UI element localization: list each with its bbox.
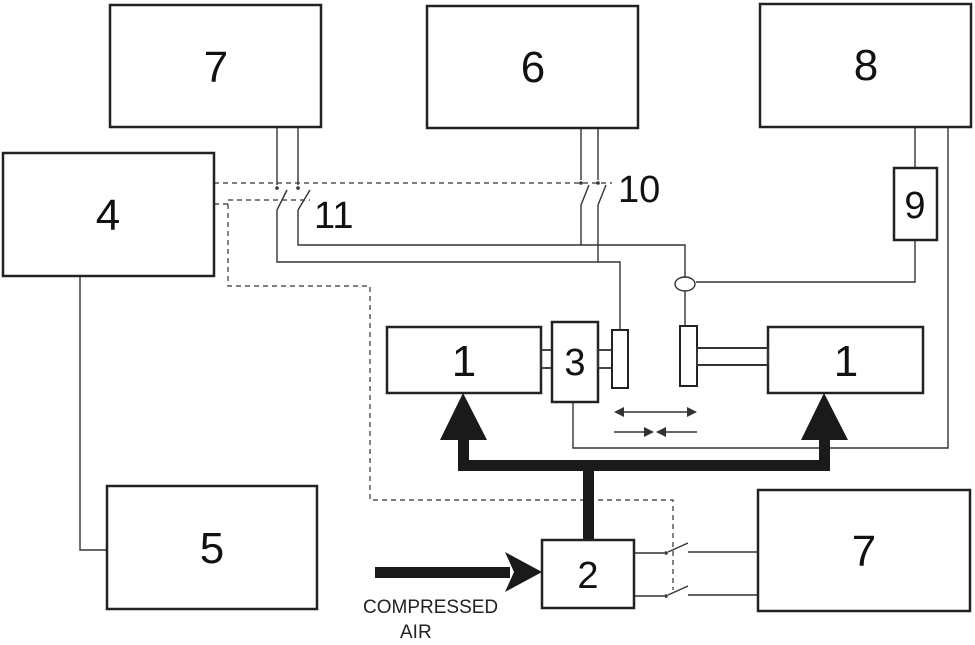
label-block-1-right: 1 — [834, 337, 858, 386]
block-2 — [540, 538, 636, 610]
motion-arrow-right-head-icon — [687, 407, 697, 417]
wire-11b-to-loop — [297, 210, 686, 278]
switch-10-blade-b — [597, 184, 607, 206]
block-1-right — [766, 325, 925, 395]
label-block-8: 8 — [854, 41, 878, 90]
valve-switch-contact-b — [664, 594, 668, 598]
caption-compressed: COMPRESSED — [363, 597, 498, 618]
caption-air: AIR — [400, 622, 432, 643]
control-4-to-valve — [227, 204, 674, 590]
block-9 — [892, 166, 939, 242]
air-arrow-right-icon — [801, 393, 848, 440]
compressed-air-shaft — [375, 567, 510, 578]
label-block-6: 6 — [521, 43, 545, 92]
shaft-3-to-electrode — [597, 349, 613, 369]
block-4 — [1, 151, 216, 278]
wire-9-to-loop — [696, 240, 916, 283]
block-5 — [105, 484, 319, 611]
electrode-left — [611, 329, 629, 389]
label-block-7-top: 7 — [204, 43, 228, 92]
label-switch-10: 10 — [618, 169, 660, 211]
approach-arrow-right-head-icon — [656, 427, 666, 437]
compressed-air-arrow-icon — [505, 552, 542, 592]
air-line-horizontal — [458, 460, 830, 471]
label-block-4: 4 — [96, 191, 120, 240]
block-8 — [758, 2, 973, 129]
electrode-right — [679, 325, 698, 387]
label-block-5: 5 — [200, 524, 224, 573]
shaft-left-coupling — [540, 349, 553, 369]
wire-8-to-3 — [572, 127, 949, 449]
block-7-bottom — [756, 488, 972, 613]
switch-11-contact-b — [296, 186, 300, 190]
label-block-3: 3 — [564, 342, 585, 384]
air-line-left-riser — [458, 435, 469, 471]
wire-11a-to-3 — [276, 210, 621, 330]
rod-right — [696, 347, 769, 366]
label-block-2: 2 — [577, 555, 598, 597]
air-line-vertical — [583, 460, 594, 540]
switch-10-contact-a — [579, 181, 583, 185]
block-6 — [425, 4, 640, 130]
label-block-7-bottom: 7 — [852, 527, 876, 576]
control-4-to-11-lower — [214, 199, 310, 205]
air-arrow-left-icon — [440, 393, 487, 440]
label-block-9: 9 — [904, 185, 925, 227]
wire-4-to-5 — [79, 276, 107, 551]
motion-arrow-left-head-icon — [614, 407, 624, 417]
switch-11-contact-a — [275, 186, 279, 190]
label-switch-11: 11 — [314, 195, 353, 237]
valve-switch-blade-a — [667, 542, 689, 553]
air-line-right-riser — [819, 435, 830, 471]
block-7-top — [108, 3, 323, 129]
valve-switch-contact-a — [664, 551, 668, 555]
valve-switch-blade-b — [667, 585, 689, 596]
switch-10-contact-b — [596, 181, 600, 185]
block-1-left — [385, 325, 543, 395]
label-block-1-left: 1 — [452, 337, 476, 386]
approach-arrow-left-head-icon — [644, 427, 654, 437]
current-sensor-loop — [674, 276, 696, 292]
switch-10-blade-a — [580, 184, 590, 206]
